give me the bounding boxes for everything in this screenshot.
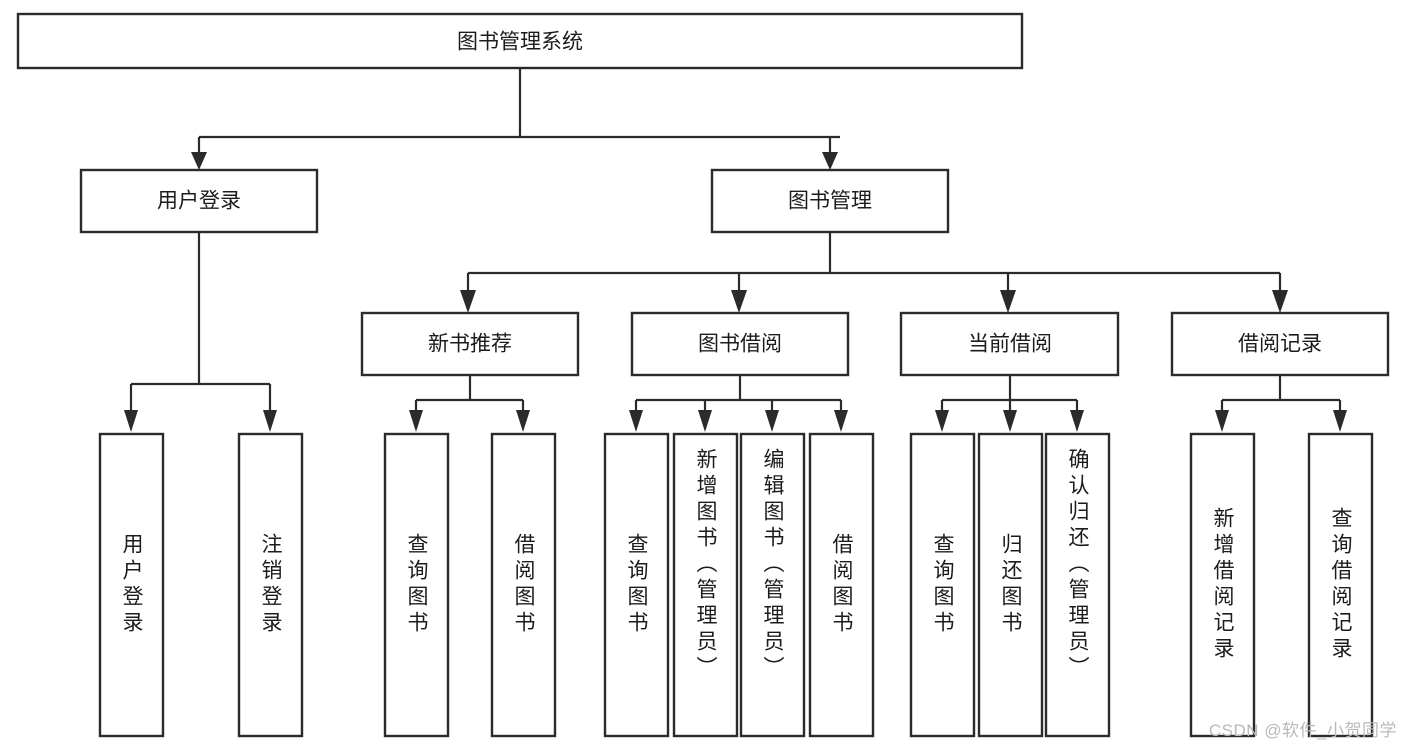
leaf-box-return-book[interactable] [977, 432, 1044, 738]
arrow-head-bookborrow-leaf-4 [834, 410, 848, 432]
node-new-book-recommend-label: 新书推荐 [428, 333, 512, 356]
leaf-box-logout[interactable] [237, 432, 304, 738]
node-current-borrow-box[interactable] [899, 311, 1120, 377]
node-current-borrow[interactable]: 当前借阅 [899, 311, 1120, 377]
node-borrow-record[interactable]: 借阅记录 [1170, 311, 1390, 377]
arrow-head-current-borrow [1000, 290, 1016, 313]
arrow-head-bookborrow-leaf-3 [765, 410, 779, 432]
leaf-box-borrow-book-1[interactable] [490, 432, 557, 738]
leaf-box-query-book-3[interactable] [909, 432, 976, 738]
node-root-box[interactable] [16, 12, 1024, 70]
node-book-borrow[interactable]: 图书借阅 [630, 311, 850, 377]
leaf-box-borrow-book-2[interactable] [808, 432, 875, 738]
leaf-box-edit-book-admin[interactable] [739, 432, 806, 738]
arrow-head-bookborrow-leaf-1 [629, 410, 643, 432]
node-root[interactable]: 图书管理系统 [16, 12, 1024, 70]
arrow-head-newbook-leaf-2 [516, 410, 530, 432]
arrow-head-book-manage [822, 152, 838, 170]
node-user-login[interactable]: 用户登录 [79, 168, 319, 234]
node-book-manage-box[interactable] [710, 168, 950, 234]
arrow-head-currentborrow-leaf-1 [935, 410, 949, 432]
leaf-box-add-book-admin[interactable] [672, 432, 739, 738]
watermark-text: CSDN @软件_小贺同学 [1208, 721, 1397, 740]
leaf-box-query-book-1[interactable] [383, 432, 450, 738]
leaf-box-confirm-return[interactable] [1044, 432, 1111, 738]
arrow-head-leaf-logout [263, 410, 277, 432]
leaf-box-query-borrow-rec[interactable] [1307, 432, 1374, 738]
node-borrow-record-label: 借阅记录 [1238, 333, 1322, 356]
arrow-head-newbook-leaf-1 [409, 410, 423, 432]
arrow-head-borrowrecord-leaf-1 [1215, 410, 1229, 432]
arrow-head-new-book-rec [460, 290, 476, 313]
node-new-book-recommend[interactable]: 新书推荐 [360, 311, 580, 377]
connector-layer [124, 68, 1347, 432]
arrow-head-borrowrecord-leaf-2 [1333, 410, 1347, 432]
arrow-head-bookborrow-leaf-2 [698, 410, 712, 432]
arrow-head-borrow-record [1272, 290, 1288, 313]
arrow-head-currentborrow-leaf-2 [1003, 410, 1017, 432]
node-new-book-recommend-box[interactable] [360, 311, 580, 377]
node-book-manage-label: 图书管理 [788, 190, 872, 213]
node-book-borrow-label: 图书借阅 [698, 333, 782, 356]
node-current-borrow-label: 当前借阅 [968, 333, 1052, 356]
node-root-label: 图书管理系统 [457, 31, 583, 54]
node-book-manage[interactable]: 图书管理 [710, 168, 950, 234]
arrow-head-book-borrow [731, 290, 747, 313]
node-borrow-record-box[interactable] [1170, 311, 1390, 377]
leaf-box-query-book-2[interactable] [603, 432, 670, 738]
arrow-head-leaf-user-login [124, 410, 138, 432]
node-user-login-box[interactable] [79, 168, 319, 234]
arrow-head-currentborrow-leaf-3 [1070, 410, 1084, 432]
leaf-box-user-login[interactable] [98, 432, 165, 738]
node-user-login-label: 用户登录 [157, 190, 241, 213]
leaf-layer [98, 432, 1374, 738]
node-book-borrow-box[interactable] [630, 311, 850, 377]
arrow-head-user-login [191, 152, 207, 170]
leaf-box-add-borrow-record[interactable] [1189, 432, 1256, 738]
